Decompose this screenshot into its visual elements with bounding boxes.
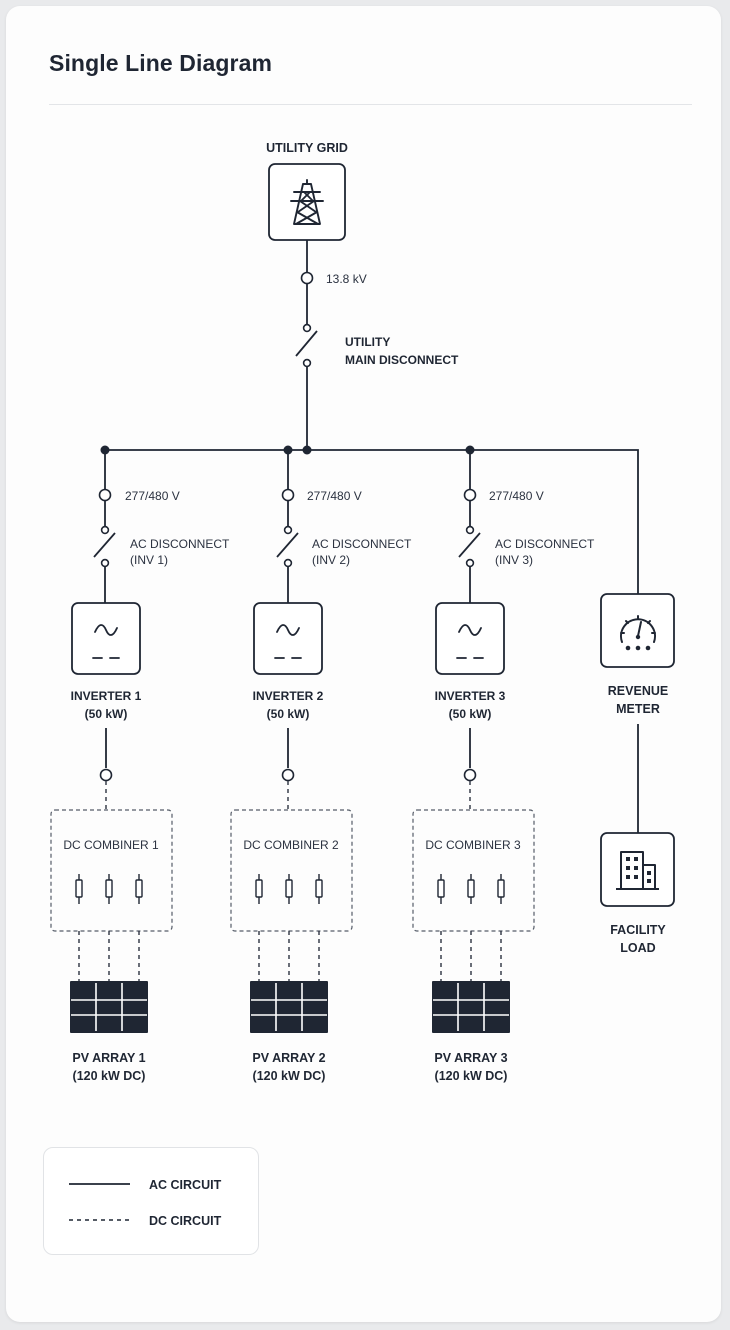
inverter-2-icon [274,624,302,659]
revenue-meter: REVENUE METER [600,593,675,833]
pv-array-3-icon [432,981,510,1033]
inverter-2-box [253,602,323,675]
utility-grid-label: UTILITY GRID [266,141,348,155]
branch-1-voltage: 277/480 V [125,489,180,503]
ac-disconnect-3-switch [458,532,481,558]
pv-array-2-label-2: (120 kW DC) [253,1069,326,1083]
ac-disconnect-1-label-2: (INV 1) [130,553,168,567]
dc-combiner-3-label: DC COMBINER 3 [425,838,521,852]
dc-combiner-2-box [230,809,353,932]
legend: AC CIRCUIT DC CIRCUIT [43,1147,259,1255]
inverter-3-icon [456,624,484,659]
dc-combiner-1-box [50,809,173,932]
pv-array-1-label-1: PV ARRAY 1 [72,1051,145,1065]
inverter-3-label-2: (50 kW) [449,707,492,721]
transmission-tower-icon [290,179,324,225]
dc-circuit-label: DC CIRCUIT [149,1214,222,1228]
inverter-2-label-1: INVERTER 2 [253,689,324,703]
inverter-1-label-1: INVERTER 1 [71,689,142,703]
branch-1: 277/480 V AC DISCONNECT (INV 1) INVERTER… [50,450,230,1083]
utility-voltage-node [300,271,314,285]
inverter-3-label-1: INVERTER 3 [435,689,506,703]
branch-1-voltage-node [98,488,112,502]
branch-2-voltage: 277/480 V [307,489,362,503]
ac-disconnect-3-label-2: (INV 3) [495,553,533,567]
inverter-1-label-2: (50 kW) [85,707,128,721]
utility-disconnect-label-1: UTILITY [345,335,390,349]
utility-main-disconnect-switch [295,330,318,357]
dc-combiner-1-label: DC COMBINER 1 [63,838,159,852]
ac-disconnect-1-switch [93,532,116,558]
facility-load-label-2: LOAD [620,941,655,955]
dc-combiner-1-fuses [75,874,143,904]
revenue-meter-label-1: REVENUE [608,684,668,698]
dc-combiner-2-label: DC COMBINER 2 [243,838,339,852]
revenue-meter-box [600,593,675,668]
ac-bus [105,449,639,594]
title-divider [49,104,692,105]
pv-array-1-label-2: (120 kW DC) [73,1069,146,1083]
pv-array-2-label-1: PV ARRAY 2 [252,1051,325,1065]
branch-2-voltage-node [281,488,295,502]
branch-3: 277/480 V AC DISCONNECT (INV 3) INVERTER… [412,450,595,1083]
facility-load-label-1: FACILITY [610,923,666,937]
revenue-meter-label-2: METER [616,702,660,716]
inverter-1-box [71,602,141,675]
inverter-2-label-2: (50 kW) [267,707,310,721]
dc-combiner-2-fuses [255,874,323,904]
ac-circuit-label: AC CIRCUIT [149,1178,222,1192]
pv-array-3-label-2: (120 kW DC) [435,1069,508,1083]
branch-2: 277/480 V AC DISCONNECT (INV 2) INVERTER… [230,450,412,1083]
inverter-3-box [435,602,505,675]
gauge-icon [620,615,656,643]
page-title: Single Line Diagram [49,50,273,76]
pv-array-3-label-1: PV ARRAY 3 [434,1051,507,1065]
legend-swatches: AC CIRCUIT DC CIRCUIT [69,1178,222,1228]
ac-disconnect-3-label-1: AC DISCONNECT [495,537,595,551]
utility-disconnect-label-2: MAIN DISCONNECT [345,353,459,367]
pv-array-1-icon [70,981,148,1033]
ac-disconnect-2-label-1: AC DISCONNECT [312,537,412,551]
dc-combiner-3-box [412,809,535,932]
building-windows [626,857,651,883]
ac-disconnect-2-label-2: (INV 2) [312,553,350,567]
branch-3-voltage: 277/480 V [489,489,544,503]
ac-disconnect-1-label-1: AC DISCONNECT [130,537,230,551]
facility-load: FACILITY LOAD [600,832,675,955]
dc-combiner-3-fuses [437,874,505,904]
building-icon [616,851,659,890]
ac-disconnect-2-switch [276,532,299,558]
utility-voltage-label: 13.8 kV [326,272,367,286]
utility-grid-box [268,163,346,241]
pv-array-2-icon [250,981,328,1033]
branch-3-voltage-node [463,488,477,502]
inverter-1-icon [92,624,120,659]
